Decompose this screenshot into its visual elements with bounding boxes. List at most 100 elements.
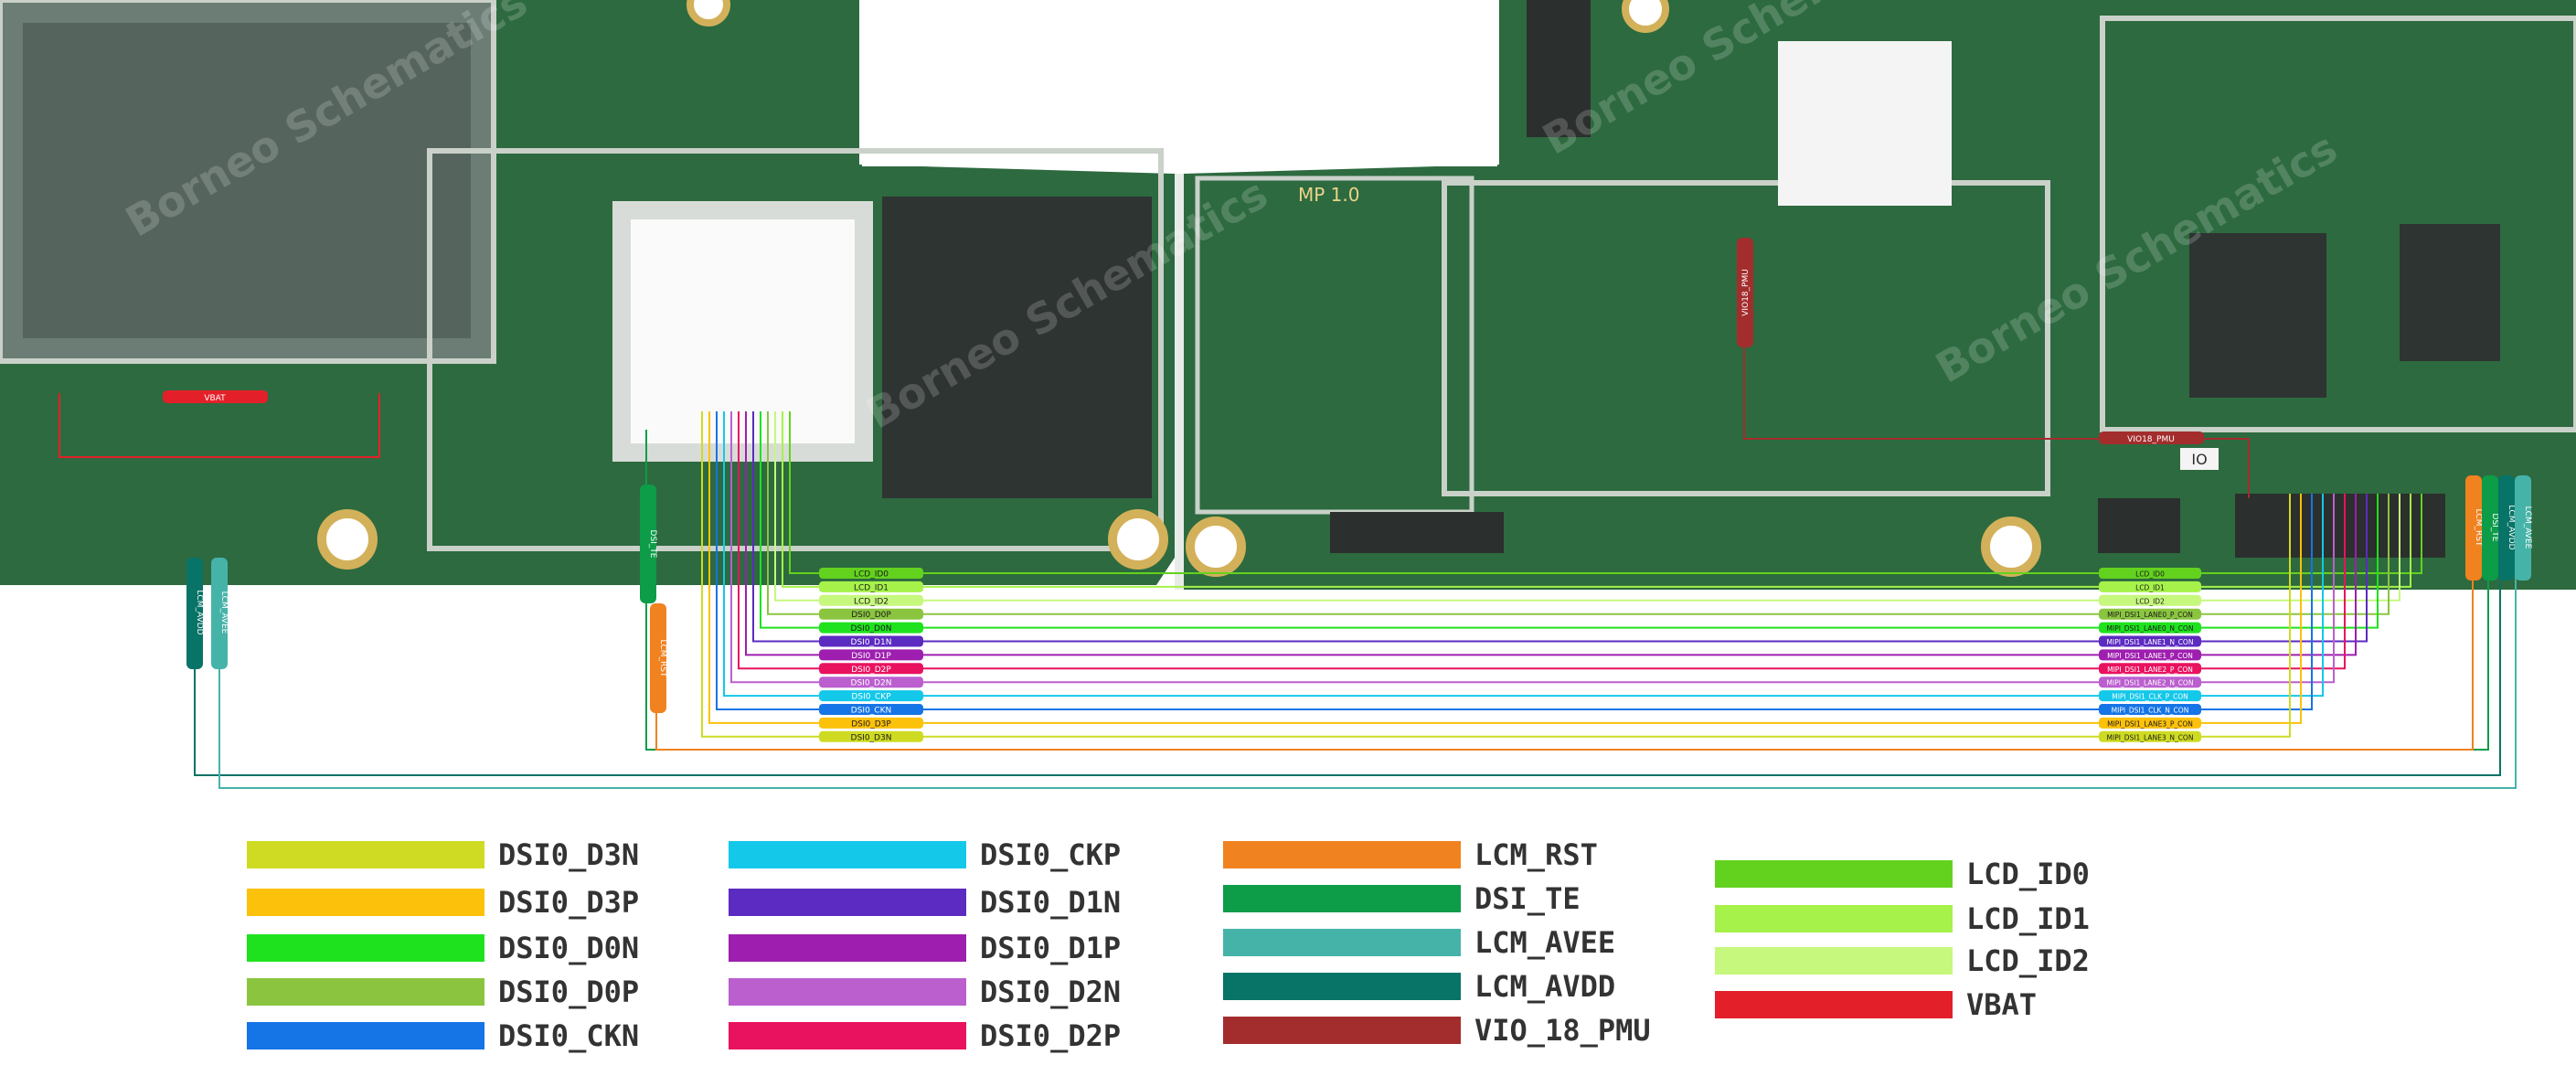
legend-label: DSI0_D2P (980, 1018, 1122, 1053)
left-net-label-text: DSI0_D1P (851, 652, 891, 661)
left-net-label (819, 690, 923, 702)
vertical-net-labels: LCM_AVDD LCM_AVEE DSI_TE LCM_RST VIO18_P… (186, 238, 2532, 713)
svg-text:LCM_AVEE: LCM_AVEE (2523, 506, 2532, 549)
legend-swatch (247, 978, 484, 1006)
left-net-label-text: DSI0_D3P (851, 719, 891, 729)
left-net-label (819, 649, 923, 661)
legend-label: DSI0_D1N (980, 885, 1122, 920)
legend-swatch (729, 934, 966, 962)
right-net-label-text: MIPI_DSI1_LANE3_N_CON (2107, 733, 2194, 741)
right-trace (2201, 494, 2357, 656)
net-label-lcm-avee (211, 558, 228, 669)
legend-label: DSI0_D0P (498, 975, 640, 1009)
legend-swatch (1715, 860, 1953, 888)
right-trace (2201, 494, 2390, 615)
left-net-label (819, 568, 923, 579)
left-net-label-text: DSI0_D0P (851, 611, 891, 620)
right-net-label (2099, 649, 2201, 661)
right-net-label-text: MIPI_DSI1_LANE0_N_CON (2107, 624, 2194, 633)
svg-text:VIO18_PMU: VIO18_PMU (1741, 269, 1751, 316)
left-net-label-text: DSI0_D0N (851, 624, 892, 634)
pcb-board: MP 1.0 Borneo Schematics Borneo Schemati… (0, 0, 2576, 590)
left-net-label (819, 704, 923, 715)
trace-lcm-avee (218, 530, 2517, 789)
legend-swatch (247, 934, 484, 962)
left-net-label (819, 663, 923, 675)
legend-label: LCD_ID2 (1966, 943, 2090, 978)
legend-label: LCM_AVDD (1474, 969, 1616, 1004)
legend-swatch (1223, 929, 1461, 956)
trace-vbat (59, 393, 380, 458)
left-net-label-text: LCD_ID0 (854, 570, 889, 580)
left-trace (789, 411, 819, 574)
left-net-label-text: DSI0_D3N (851, 733, 892, 742)
legend-label: LCM_AVEE (1474, 925, 1616, 960)
left-trace (752, 411, 819, 643)
legend-swatch (1715, 905, 1953, 932)
right-trace (2201, 494, 2379, 629)
left-net-label (819, 676, 923, 688)
io-marker: IO (2191, 451, 2207, 468)
legend-swatch (729, 1022, 966, 1049)
legend-label: DSI0_CKP (980, 837, 1122, 872)
legend-swatch (1223, 973, 1461, 1000)
right-trace (2201, 494, 2411, 588)
legend-swatch (729, 841, 966, 868)
left-net-label-text: LCD_ID1 (854, 583, 889, 592)
left-net-label (819, 594, 923, 606)
right-net-label-text: MIPI_DSI1_LANE0_P_CON (2107, 611, 2193, 619)
right-trace (2201, 494, 2368, 643)
net-label-lcm-avee-right (2515, 475, 2531, 581)
svg-text:DSI_TE: DSI_TE (2490, 514, 2499, 542)
left-label-column: LCD_ID0LCD_ID1LCD_ID2DSI0_D0PDSI0_D0NDSI… (819, 568, 923, 742)
right-net-label (2099, 690, 2201, 702)
legend-label: VIO_18_PMU (1474, 1013, 1651, 1048)
trace-vio18 (1743, 274, 2250, 498)
net-label-vio18-vertical (1737, 238, 1753, 347)
svg-text:LCM_AVEE: LCM_AVEE (219, 591, 229, 634)
left-trace (716, 411, 819, 710)
legend-swatch (729, 889, 966, 916)
legend-swatch (1715, 991, 1953, 1018)
left-trace (738, 411, 819, 670)
left-trace (701, 411, 819, 738)
left-net-label-text: DSI0_CKN (851, 707, 891, 716)
left-trace (723, 411, 819, 698)
legend-swatch (1223, 885, 1461, 912)
svg-text:LCM_AVDD: LCM_AVDD (195, 590, 204, 634)
right-net-label-text: MIPI_DSI1_LANE1_P_CON (2107, 652, 2193, 660)
legend-label: DSI0_CKN (498, 1018, 640, 1053)
left-net-label (819, 730, 923, 742)
silkscreen-label: MP 1.0 (1298, 184, 1359, 206)
left-net-label-text: DSI0_D2P (851, 666, 891, 675)
left-trace (730, 411, 819, 684)
right-trace (2201, 494, 2346, 670)
trace-lcm-avdd (194, 530, 2501, 776)
left-trace (708, 411, 819, 724)
svg-text:LCM_RST: LCM_RST (2474, 508, 2483, 547)
right-net-label-text: LCD_ID2 (2135, 597, 2165, 605)
right-net-label (2099, 622, 2201, 634)
horizontal-net-labels: VBAT VIO18_PMU (163, 390, 2204, 444)
right-trace (2201, 494, 2313, 710)
net-label-lcm-avdd-right (2498, 475, 2515, 581)
legend-label: LCD_ID0 (1966, 857, 2090, 891)
right-net-label (2099, 581, 2201, 592)
left-net-label (819, 717, 923, 729)
net-label-lcm-rst-right (2465, 475, 2482, 581)
right-net-label (2099, 730, 2201, 742)
right-net-label-text: MIPI_DSI1_LANE2_N_CON (2107, 679, 2194, 687)
right-net-label-text: LCD_ID0 (2135, 570, 2165, 579)
right-net-label-text: MIPI_DSI1_LANE3_P_CON (2107, 719, 2193, 728)
trace-lcm-rst (655, 530, 2474, 751)
right-trace (2201, 494, 2291, 738)
left-trace (774, 411, 819, 602)
left-trace (782, 411, 819, 588)
right-net-label (2099, 663, 2201, 675)
left-net-label (819, 622, 923, 634)
right-net-label (2099, 608, 2201, 620)
left-net-label (819, 635, 923, 647)
net-label-lcm-rst (650, 603, 666, 713)
right-net-label-text: MIPI_DSI1_LANE2_P_CON (2107, 666, 2193, 674)
left-net-label-text: DSI0_CKP (851, 693, 891, 702)
